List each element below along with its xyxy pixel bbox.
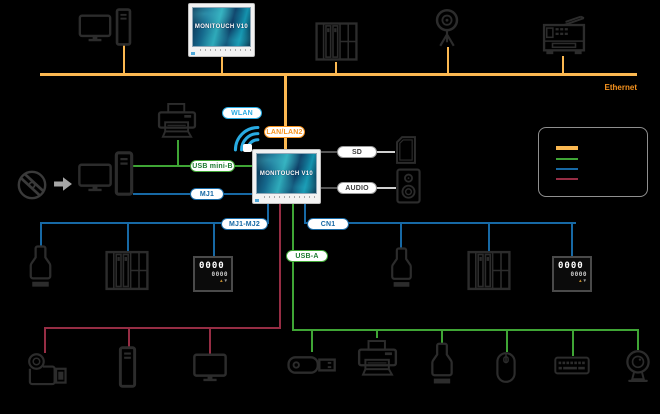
network-camera-icon [431,8,463,48]
digital-controller: 0000 0000 ▲▼ [552,256,592,292]
hmi-function-keys [264,196,317,198]
monitouch-panel-top: MONITOUCH V10 [188,3,255,57]
cn1-drop-controller [571,224,573,256]
sd-line-2 [377,151,395,153]
usb-drop-keyboard [572,331,574,356]
ethernet-drop-camera [447,47,449,74]
hmi-title: MONITOUCH V10 [194,24,249,30]
controller-main-display: 0000 [199,261,225,271]
mj1-mj2-bus [40,222,269,224]
usb-drop-webcam [637,331,639,350]
config-pc-tower-icon [114,151,134,196]
controller-main-display: 0000 [558,261,584,271]
mj-drop-plc [127,224,129,251]
usb-mini-b-printer-drop [177,140,179,166]
plc-icon [467,250,511,291]
audio-label: AUDIO [337,182,377,194]
wlan-label: WLAN [222,107,262,119]
ethernet-bus-line [40,73,637,76]
hmi-function-keys [200,49,251,51]
video-drop-monitor [209,329,211,354]
legend-line-serial [556,168,578,170]
usb-drop-printer [376,331,378,338]
sd-card-icon [395,136,417,164]
mj1-label: MJ1 [190,188,224,200]
barcode-scanner-icon [389,247,414,290]
hakko-logo [191,52,195,55]
webcam-icon [623,349,653,385]
cn1-bus [305,222,576,224]
usb-a-label: USB-A [286,250,328,262]
monitouch-panel-main: MONITOUCH V10 [252,149,321,204]
hmi-screen: MONITOUCH V10 [192,7,251,47]
plc-icon [105,250,149,291]
video-bus [44,327,281,329]
mj-vertical-left [267,203,269,224]
usb-drop-mouse [506,331,508,352]
printer-icon [156,102,198,141]
cn1-vertical [304,203,306,224]
legend-line-usb [556,158,578,160]
mj-drop-controller [213,224,215,256]
usb-a-bus [292,329,639,331]
barcode-scanner-icon [27,245,54,290]
hmi-title: MONITOUCH V10 [259,170,314,177]
legend-line-ethernet [556,146,578,150]
speaker-icon [396,168,421,204]
digital-controller: 0000 0000 ▲▼ [193,256,233,292]
cn1-label: CN1 [307,218,349,230]
printer-icon [356,337,399,381]
sd-label: SD [337,146,377,158]
cn1-drop-plc [488,224,490,251]
usb-mini-b-label: USB mini-B [190,160,235,172]
hakko-logo [255,199,259,202]
usb-drop-flash [311,331,313,352]
keyboard-icon [554,353,590,378]
video-drop-tower [128,329,130,347]
pc-tower-icon [117,346,138,388]
usb-a-vertical [292,203,294,331]
ethernet-drop-mfp [562,56,564,74]
mj-drop-scanner [40,224,42,246]
ethernet-drop-pc [123,45,125,74]
wireless-adapter-icon [243,144,252,152]
barcode-scanner-icon [429,342,455,387]
ethernet-drop-plc [335,62,337,74]
ethernet-label: Ethernet [604,83,637,92]
controller-keys: ▲▼ [219,278,228,283]
legend-line-video [556,178,578,180]
video-drop-camcorder [44,329,46,353]
mj1-mj2-label: MJ1-MJ2 [221,218,268,230]
sd-line [321,151,337,153]
plc-icon [315,20,358,63]
audio-line-2 [377,187,396,189]
desktop-monitor-icon [78,14,112,45]
audio-line [321,187,337,189]
multifunction-printer-icon [541,12,587,58]
controller-sub-display: 0000 [211,271,228,278]
usb-flash-drive-icon [287,352,337,378]
controller-sub-display: 0000 [570,271,587,278]
config-pc-monitor-icon [77,163,113,195]
camcorder-icon [27,352,67,387]
lan-lan2-label: LAN/LAN2 [264,126,305,138]
cn1-drop-scanner [400,224,402,248]
legend-box [538,127,648,197]
pc-tower-icon [115,8,132,46]
controller-keys: ▲▼ [578,278,587,283]
usb-drop-scanner [441,331,443,343]
mouse-icon [495,351,517,384]
video-vertical [279,203,281,329]
install-arrow-icon [53,176,73,192]
display-monitor-icon [191,353,229,385]
ethernet-drop-hmi [221,56,223,74]
lan-line-to-panel [284,76,287,150]
software-disc-icon [17,170,47,200]
hmi-screen: MONITOUCH V10 [256,153,317,194]
